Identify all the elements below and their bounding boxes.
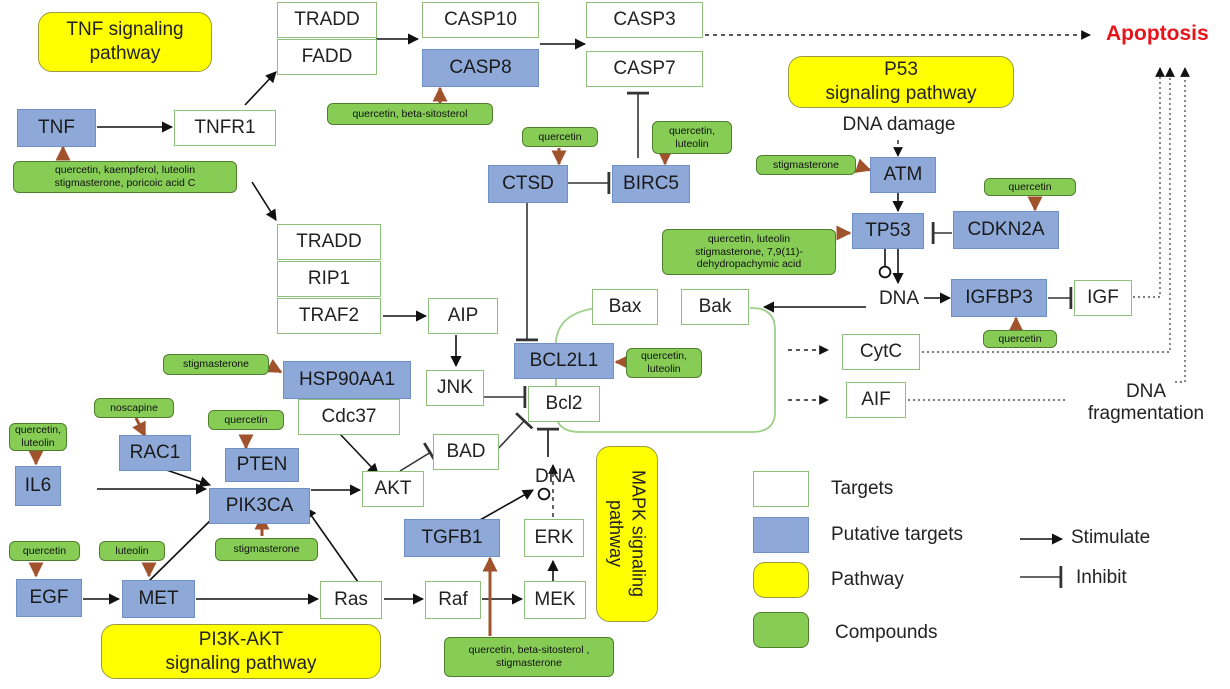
node-bcl2: Bcl2 bbox=[528, 386, 600, 422]
node-fadd: FADD bbox=[277, 39, 377, 75]
compound-met: luteolin bbox=[99, 541, 165, 561]
legend-inhibit-label: Inhibit bbox=[1076, 567, 1127, 588]
node-cdc37: Cdc37 bbox=[298, 399, 400, 435]
node-casp3: CASP3 bbox=[586, 2, 703, 38]
legend-swatch-pathway bbox=[753, 562, 809, 598]
pathway-tnf: TNF signaling pathway bbox=[38, 12, 212, 72]
stimulate-edges bbox=[83, 33, 1064, 605]
node-pten: PTEN bbox=[225, 448, 299, 482]
node-igfbp3: IGFBP3 bbox=[951, 279, 1047, 317]
legend-swatch-compounds bbox=[753, 612, 809, 648]
node-tnf: TNF bbox=[17, 109, 96, 147]
node-casp7: CASP7 bbox=[586, 51, 703, 87]
node-bax: Bax bbox=[592, 289, 658, 325]
dashed-edges bbox=[548, 30, 1091, 517]
node-erk: ERK bbox=[524, 519, 584, 557]
node-bcl2l1: BCL2L1 bbox=[514, 343, 614, 379]
node-cdkn2a: CDKN2A bbox=[953, 211, 1059, 249]
node-tradd-1: TRADD bbox=[277, 2, 377, 38]
pathway-mapk: MAPK signaling pathway bbox=[596, 446, 658, 622]
compound-bcl2l1: quercetin, luteolin bbox=[626, 348, 702, 378]
compound-tgfb1: quercetin, beta-sitosterol , stigmastero… bbox=[444, 637, 614, 677]
legend-putative-label: Putative targets bbox=[831, 524, 964, 545]
node-il6: IL6 bbox=[15, 466, 61, 506]
node-akt: AKT bbox=[362, 471, 424, 507]
node-bad: BAD bbox=[433, 434, 499, 470]
compound-hsp90aa1: stigmasterone bbox=[163, 354, 269, 375]
compound-egf: quercetin bbox=[9, 541, 80, 561]
node-aif: AIF bbox=[846, 382, 906, 418]
node-tradd-2: TRADD bbox=[277, 224, 381, 260]
legend-swatch-putative bbox=[753, 517, 809, 553]
node-birc5: BIRC5 bbox=[612, 165, 690, 203]
compound-pik3ca: stigmasterone bbox=[215, 538, 318, 561]
node-mek: MEK bbox=[524, 581, 586, 619]
dna-damage-label: DNA damage bbox=[842, 114, 956, 135]
node-cytc: CytC bbox=[842, 334, 920, 370]
legend-pathway-label: Pathway bbox=[831, 569, 904, 590]
pathway-p53: P53 signaling pathway bbox=[788, 56, 1014, 108]
legend-targets-label: Targets bbox=[831, 478, 894, 499]
compound-pten: quercetin bbox=[208, 410, 284, 430]
node-hsp90aa1: HSP90AA1 bbox=[283, 361, 411, 399]
dna-circle-edges bbox=[536, 248, 892, 501]
mitochondrion-outline bbox=[555, 307, 776, 433]
node-atm: ATM bbox=[870, 157, 936, 193]
node-bak: Bak bbox=[681, 289, 749, 325]
node-casp10: CASP10 bbox=[422, 2, 539, 38]
node-rac1: RAC1 bbox=[119, 435, 191, 471]
dna-label-p53: DNA bbox=[878, 288, 920, 309]
inhibit-edges bbox=[399, 91, 1073, 589]
pathway-pi3k-akt: PI3K-AKT signaling pathway bbox=[101, 624, 381, 679]
node-aip: AIP bbox=[428, 298, 498, 334]
legend-compounds-label: Compounds bbox=[835, 622, 938, 643]
node-ctsd: CTSD bbox=[488, 165, 568, 203]
compound-tp53: quercetin, luteolin stigmasterone, 7,9(1… bbox=[662, 229, 836, 275]
compound-atm: stigmasterone bbox=[756, 155, 856, 175]
legend-stimulate-label: Stimulate bbox=[1071, 527, 1151, 548]
node-raf: Raf bbox=[425, 581, 481, 619]
node-igf: IGF bbox=[1074, 280, 1132, 316]
node-jnk: JNK bbox=[426, 370, 484, 406]
node-traf2: TRAF2 bbox=[277, 298, 381, 334]
compound-ctsd: quercetin bbox=[522, 127, 598, 147]
node-tp53: TP53 bbox=[852, 213, 924, 249]
compound-il6: quercetin, luteolin bbox=[9, 423, 67, 451]
node-tgfb1: TGFB1 bbox=[404, 519, 500, 557]
compound-birc5: quercetin, luteolin bbox=[652, 121, 732, 154]
compound-tnf: quercetin, kaempferol, luteolin stigmast… bbox=[13, 161, 237, 193]
dotted-edges bbox=[908, 67, 1190, 401]
dna-label-mapk: DNA bbox=[534, 466, 576, 487]
node-pik3ca: PIK3CA bbox=[209, 488, 310, 524]
compound-cdkn2a: quercetin bbox=[984, 178, 1076, 196]
apoptosis-label: Apoptosis bbox=[1106, 22, 1209, 45]
compound-rac1: noscapine bbox=[94, 398, 174, 418]
node-ras: Ras bbox=[320, 581, 382, 619]
node-casp8: CASP8 bbox=[422, 49, 539, 87]
node-egf: EGF bbox=[16, 579, 82, 617]
compound-igfbp3: quercetin bbox=[983, 330, 1057, 348]
legend-swatch-targets bbox=[753, 471, 809, 507]
node-met: MET bbox=[122, 580, 195, 618]
node-tnfr1: TNFR1 bbox=[174, 110, 276, 146]
node-rip1: RIP1 bbox=[277, 261, 381, 297]
dna-fragmentation-label: DNA fragmentation bbox=[1087, 381, 1205, 424]
compound-casp8: quercetin, beta-sitosterol bbox=[327, 103, 493, 125]
